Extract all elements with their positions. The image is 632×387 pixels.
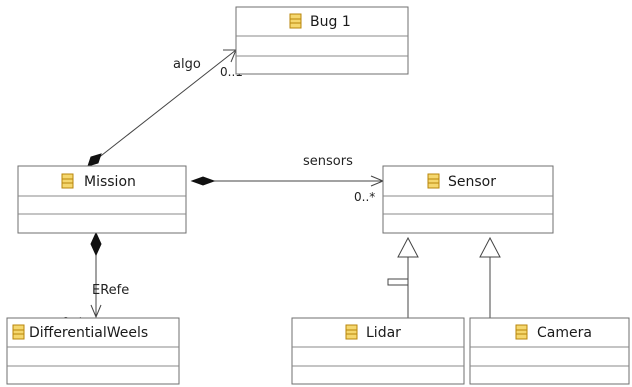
edge-label-erefe: ERefe bbox=[92, 283, 129, 298]
class-icon bbox=[289, 13, 302, 29]
class-icon bbox=[345, 324, 358, 340]
class-name: Sensor bbox=[448, 174, 496, 190]
arrow-head bbox=[90, 304, 102, 319]
generalization-triangle bbox=[397, 236, 419, 258]
class-name: Mission bbox=[84, 174, 136, 190]
class-sensor[interactable]: Sensor bbox=[382, 165, 554, 234]
class-icon bbox=[427, 173, 440, 189]
generalization-lidar-sensor[interactable] bbox=[387, 236, 419, 318]
class-bug[interactable]: Bug 1 bbox=[235, 6, 409, 75]
class-lidar[interactable]: Lidar bbox=[291, 317, 465, 385]
multiplicity-sensors: 0..* bbox=[354, 190, 375, 204]
class-mission[interactable]: Mission bbox=[17, 165, 187, 234]
composition-diamond bbox=[190, 176, 216, 186]
connector-handle[interactable] bbox=[387, 278, 409, 286]
edge-erefe[interactable] bbox=[90, 231, 102, 319]
edge-algo[interactable] bbox=[87, 49, 237, 167]
composition-diamond bbox=[90, 231, 102, 257]
class-name: DifferentialWeels bbox=[29, 325, 148, 341]
class-name: Lidar bbox=[366, 325, 401, 341]
edge-label-sensors: sensors bbox=[303, 154, 353, 169]
class-differentialweels[interactable]: DifferentialWeels bbox=[6, 317, 180, 385]
generalization-camera-sensor[interactable] bbox=[479, 236, 501, 318]
class-icon bbox=[12, 324, 25, 340]
class-name: Bug 1 bbox=[310, 14, 351, 30]
generalization-triangle bbox=[479, 236, 501, 258]
class-name: Camera bbox=[537, 325, 592, 341]
edge-sensors[interactable] bbox=[190, 175, 385, 187]
class-icon bbox=[515, 324, 528, 340]
composition-diamond bbox=[87, 153, 102, 167]
class-camera[interactable]: Camera bbox=[469, 317, 630, 385]
class-icon bbox=[61, 173, 74, 189]
edge-label-algo: algo bbox=[173, 57, 201, 72]
